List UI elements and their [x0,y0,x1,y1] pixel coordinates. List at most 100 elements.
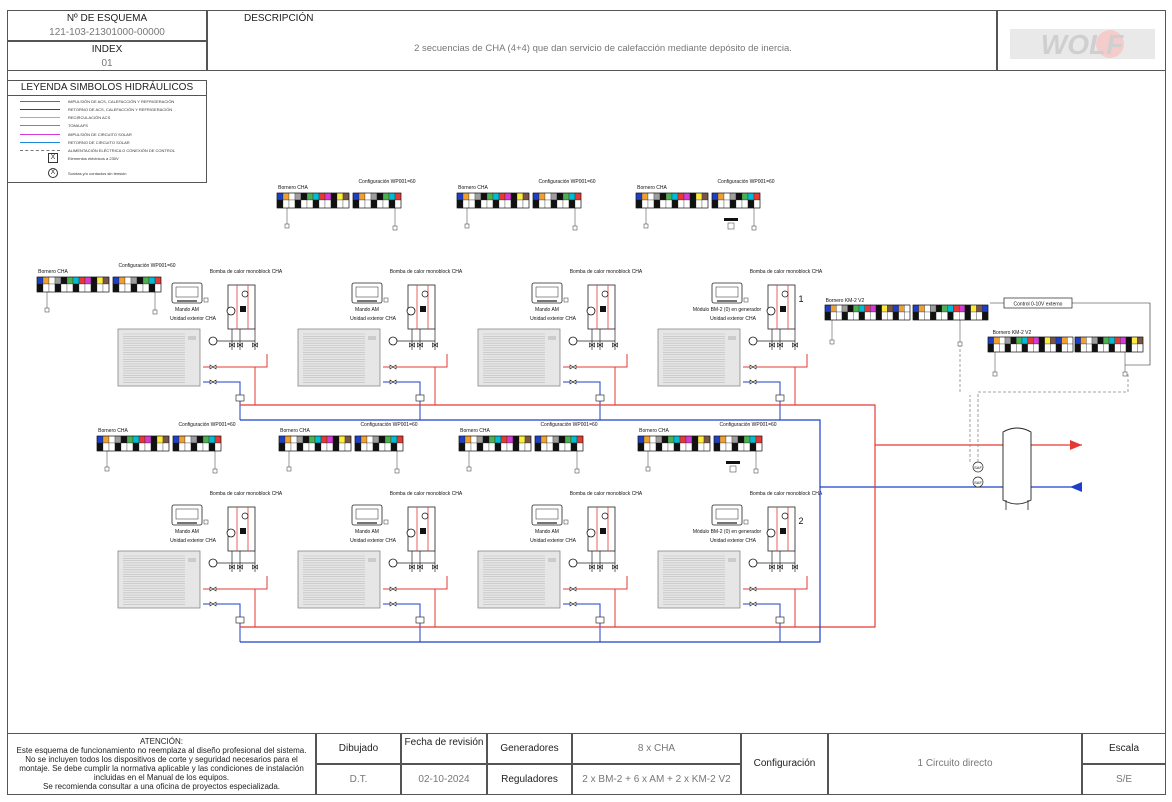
revision-value-cell: 02-10-2024 [401,764,487,795]
valve-icon [252,564,258,570]
supply-pipe [563,576,628,627]
flow-meter-icon [235,616,245,624]
valve-icon [417,564,423,570]
terminal-cell-top [841,304,848,313]
flow-meter-icon [775,394,785,402]
supply-header [240,404,1082,446]
outdoor-unit-label: Unidad exterior CHA [710,538,757,544]
terminal-cell-bottom [1061,343,1068,353]
terminal-cell-bottom [970,311,977,321]
km2-label: Bornero KM-2 V2 [826,298,865,304]
terminal-outline [711,192,761,209]
config-terminal [713,435,763,452]
terminal-cell-bottom [524,442,532,452]
terminal-cell-bottom [294,199,302,209]
terminal-cell-bottom [396,442,404,452]
terminal-cell-top [314,435,322,444]
terminal-cell-top [320,435,328,444]
terminal-cell-top [494,435,502,444]
terminal-cell-bottom [282,199,290,209]
terminal-cell-top [500,435,508,444]
terminal-cell-top [568,192,576,201]
configuration-label-cell: Configuración [741,733,828,795]
terminal-cell-top [276,192,284,201]
valve-icon [389,586,397,592]
outdoor-unit-logo [728,558,736,562]
terminal-cell-top [388,192,396,201]
legend-line-swatch [20,117,60,119]
config-label: Configuración WP001=60 [178,422,235,428]
terminal-cell-top [360,435,368,444]
saf-label: SAF [974,465,982,470]
terminal-cell-top [296,435,304,444]
terminal-cell-top [330,192,338,201]
circulation-pump-icon [226,306,236,316]
valve-icon [209,586,217,592]
terminal-cell-top [1108,336,1115,345]
terminal-cell-bottom [635,199,643,209]
terminal-cell-bottom [458,442,466,452]
terminal-outline [354,435,404,452]
circulation-pump-icon [406,306,416,316]
terminal-cell-bottom [679,442,687,452]
control-device-terminal [563,519,569,525]
control-device-label: Módulo BM-2 (0) en generador [693,529,762,535]
terminal-cell-top [284,435,292,444]
return-header-2 [240,487,821,643]
terminal-cell-bottom [665,199,673,209]
control-device-terminal [743,519,749,525]
terminal-cell-top [741,192,749,201]
terminal-cell-top [562,192,570,201]
terminal-cell-bottom [136,283,144,293]
terminal-cell-bottom [1044,343,1051,353]
terminal-cell-bottom [689,199,697,209]
terminal-cell-top [512,435,520,444]
terminal-cell-top [278,435,286,444]
valve-icon [389,601,397,607]
terminal-cell-bottom [320,442,328,452]
terminal-cell-top [755,435,763,444]
terminal-cell-bottom [312,199,320,209]
terminal-cell-top [518,435,526,444]
terminal-cell-top [138,435,146,444]
terminal-cell-top [685,435,693,444]
terminal-cell-bottom [464,442,472,452]
valve-icon [777,564,783,570]
legend-line-swatch [20,100,60,102]
terminal-cell-bottom [354,442,362,452]
terminal-cell-top [970,304,977,313]
terminal-cell-bottom [697,442,705,452]
terminal-cell-top [824,304,831,313]
outdoor-unit-logo [368,336,376,340]
pump-label: Bomba de calor monoblock CHA [750,269,823,275]
terminal-cell-bottom [500,442,508,452]
terminal-cell-bottom [924,311,931,321]
module-gauge-icon [241,512,249,520]
regulators-value-cell: 2 x BM-2 + 6 x AM + 2 x KM-2 V2 [572,764,741,795]
terminal-cell-bottom [1103,343,1110,353]
legend-item-label: IMPULSIÓN DE ACS, CALEFACCIÓN Y REFRIGER… [68,98,175,104]
terminal-cell-top [358,192,366,201]
terminal-cell-bottom [753,199,761,209]
gauge-icon [208,558,218,568]
terminal-cell-top [524,435,532,444]
terminal-cell-bottom [695,199,703,209]
terminal-cell-bottom [1050,343,1057,353]
terminal-cell-top [1010,336,1017,345]
valve-icon [389,379,397,385]
terminal-cell-top [300,192,308,201]
terminal-cell-bottom [953,311,960,321]
terminal-cell-top [130,276,138,285]
terminal-cell-top [538,192,546,201]
terminal-cell-top [54,276,62,285]
terminal-cell-top [982,304,989,313]
terminal-cell-bottom [853,311,860,321]
terminal-cell-bottom [518,442,526,452]
saf-label: SAF [974,480,982,485]
buffer-tank-icon [1002,427,1032,505]
terminal-cell-top [84,276,92,285]
terminal-cell-bottom [731,442,739,452]
control-wiring [959,343,1129,462]
